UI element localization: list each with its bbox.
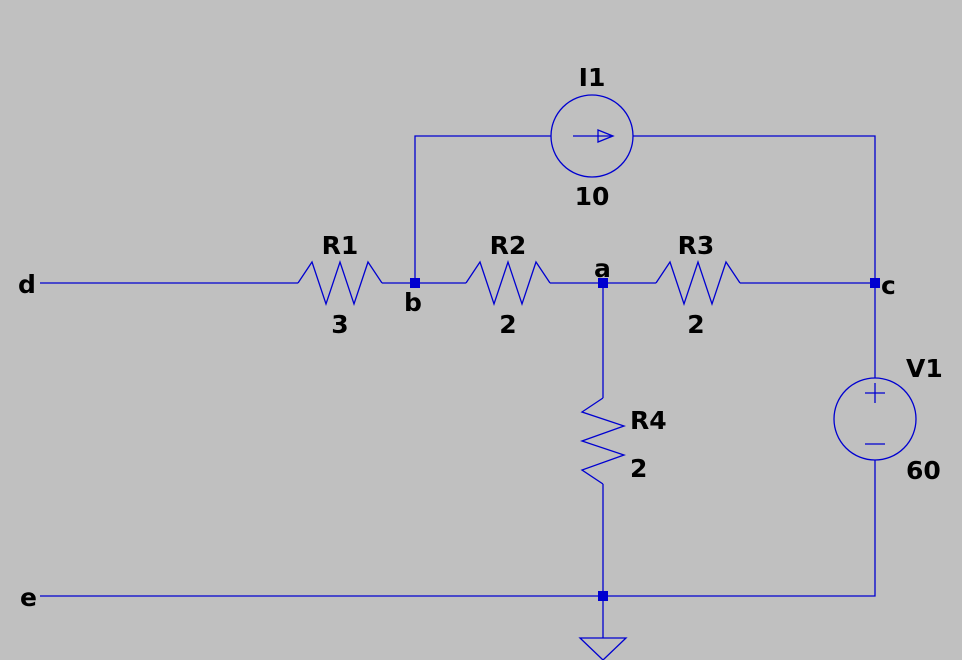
current-source-i1 — [550, 94, 634, 178]
node-b-label: b — [404, 288, 422, 317]
v1-value-label: 60 — [906, 456, 941, 485]
r4-name-label: R4 — [630, 406, 667, 435]
junction-e — [598, 591, 608, 601]
r2-name-label: R2 — [490, 231, 527, 260]
i1-name-label: I1 — [579, 63, 606, 92]
r4-value-label: 2 — [630, 454, 647, 483]
r3-name-label: R3 — [678, 231, 715, 260]
voltage-source-v1 — [833, 377, 917, 461]
resistor-r2 — [465, 259, 551, 307]
node-a-label: a — [594, 254, 611, 283]
node-d-label: d — [18, 270, 36, 299]
wires — [40, 135, 876, 638]
resistor-r4 — [580, 397, 626, 485]
node-c-label: c — [881, 271, 896, 300]
r1-name-label: R1 — [322, 231, 359, 260]
junction-c — [870, 278, 880, 288]
junction-a — [598, 278, 608, 288]
r3-value-label: 2 — [687, 310, 704, 339]
r1-value-label: 3 — [331, 310, 348, 339]
node-e-label: e — [20, 583, 37, 612]
wire-i1-c — [633, 135, 876, 283]
i1-value-label: 10 — [575, 182, 610, 211]
resistor-r3 — [655, 259, 741, 307]
wire-v1-e — [603, 460, 876, 597]
v1-name-label: V1 — [906, 354, 943, 383]
r2-value-label: 2 — [499, 310, 516, 339]
ground-icon — [578, 637, 628, 660]
wire-b-i1 — [414, 135, 551, 283]
resistor-r1 — [297, 259, 383, 307]
junction-b — [410, 278, 420, 288]
